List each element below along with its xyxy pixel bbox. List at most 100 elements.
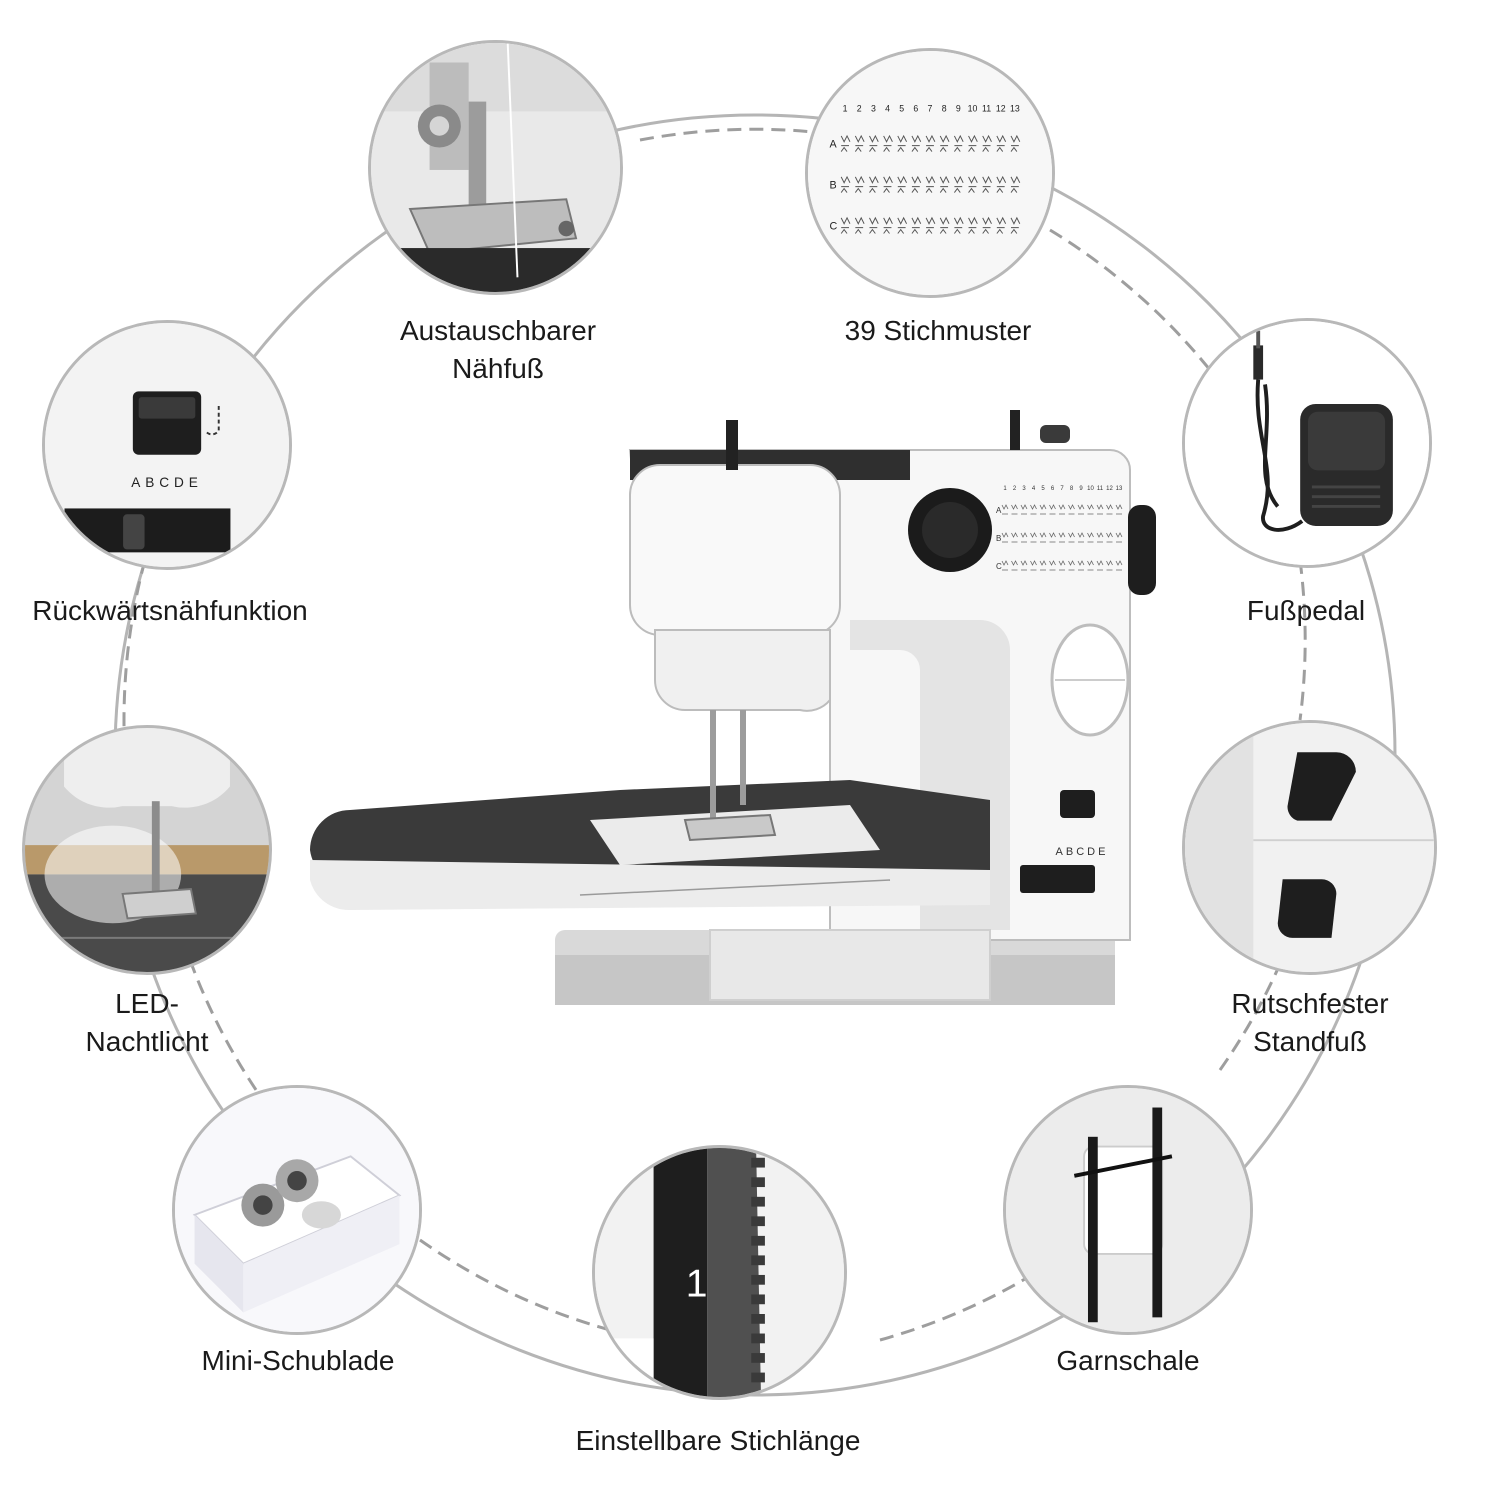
label-stichlaenge: Einstellbare Stichlänge xyxy=(575,1425,861,1456)
machine-pattern-number: 11 xyxy=(1097,486,1104,492)
stitch-glyph xyxy=(939,216,950,234)
machine-pattern-glyph xyxy=(1020,560,1028,571)
machine-pattern-number: 13 xyxy=(1116,486,1123,492)
stitch-number: 11 xyxy=(982,104,991,114)
stitch-glyph xyxy=(939,175,950,193)
machine-pattern-glyph xyxy=(1039,504,1047,515)
stitch-glyph xyxy=(883,216,893,234)
machine-pattern-number: 4 xyxy=(1032,486,1036,492)
machine-pattern-number: 5 xyxy=(1041,486,1045,492)
stitch-glyph xyxy=(911,216,922,234)
thread-holder-icon xyxy=(1003,1085,1253,1335)
machine-pattern-number: 3 xyxy=(1022,486,1026,492)
machine-pattern-number: 7 xyxy=(1060,486,1064,492)
stitch-number: 12 xyxy=(996,104,1006,114)
machine-pattern-glyph xyxy=(1115,560,1123,571)
stitch-glyph xyxy=(911,175,922,193)
machine-pattern-number: 6 xyxy=(1051,486,1055,492)
stitch-glyph xyxy=(982,134,992,152)
dial-number: 1 xyxy=(686,1262,708,1305)
machine-pattern-number: 9 xyxy=(1079,486,1083,492)
stitch-row-letter: A xyxy=(829,139,837,151)
stitch-glyph xyxy=(854,216,865,234)
machine-pattern-glyph xyxy=(1001,532,1009,543)
machine-pattern-glyph xyxy=(1068,504,1075,515)
machine-pattern-glyph xyxy=(1049,532,1056,543)
machine-pattern-glyph xyxy=(1020,532,1028,543)
machine-pattern-glyph xyxy=(1058,560,1066,571)
stitch-number: 7 xyxy=(928,104,933,114)
presser-foot-icon xyxy=(368,40,623,295)
machine-pattern-number: 10 xyxy=(1087,486,1094,492)
label-rueckwaerts: Rückwärtsnähfunktion xyxy=(32,595,308,626)
machine-pattern-glyph xyxy=(1106,532,1113,543)
stitch-glyph xyxy=(911,134,922,152)
stitch-glyph xyxy=(939,134,950,152)
machine-pattern-glyph xyxy=(1087,532,1094,543)
stitch-glyph xyxy=(996,216,1007,234)
label-naehfuss: Austauschbarer Nähfuß xyxy=(399,315,597,384)
machine-pattern-glyph xyxy=(1030,504,1037,515)
stitch-glyph xyxy=(897,175,908,193)
stitch-glyph xyxy=(854,175,865,193)
machine-pattern-glyph xyxy=(1049,504,1056,515)
machine-pattern-glyph xyxy=(1058,532,1066,543)
machine-pattern-number: 1 xyxy=(1003,486,1007,492)
stitch-number: 13 xyxy=(1010,104,1020,114)
label-fusspedal: Fußpedal xyxy=(1246,595,1366,626)
stitch-glyph xyxy=(869,175,879,193)
stitch-glyph xyxy=(982,175,992,193)
stitch-glyph xyxy=(854,134,865,152)
machine-pattern-number: 2 xyxy=(1013,486,1017,492)
stitch-glyph xyxy=(1010,216,1021,234)
machine-pattern-glyph xyxy=(1039,532,1047,543)
stitch-glyph xyxy=(953,175,964,193)
machine-pattern-number: 12 xyxy=(1106,486,1113,492)
machine-pattern-glyph xyxy=(1058,504,1066,515)
stitch-glyph xyxy=(883,134,893,152)
machine-pattern-glyph xyxy=(1087,504,1094,515)
machine-pattern-glyph xyxy=(1087,560,1094,571)
machine-pattern-glyph xyxy=(1077,560,1085,571)
stitch-glyph xyxy=(968,216,978,234)
stitch-row-letter: B xyxy=(829,180,836,192)
machine-pattern-glyph xyxy=(1077,504,1085,515)
machine-pattern-glyph xyxy=(1106,560,1113,571)
stitch-glyph xyxy=(953,216,964,234)
stitch-number: 8 xyxy=(942,104,947,114)
machine-pattern-glyph xyxy=(1106,504,1113,515)
machine-pattern-glyph xyxy=(1068,532,1075,543)
machine-pattern-glyph xyxy=(1030,532,1037,543)
stitch-number: 4 xyxy=(885,104,890,114)
machine-pattern-glyph xyxy=(1096,504,1104,515)
rubber-foot-icon xyxy=(1182,720,1437,975)
stitch-glyph xyxy=(982,216,992,234)
machine-pattern-glyph xyxy=(1030,560,1037,571)
stitch-glyph xyxy=(953,134,964,152)
stitch-glyph xyxy=(968,175,978,193)
machine-pattern-letter: A xyxy=(996,506,1002,515)
machine-pattern-glyph xyxy=(1077,532,1085,543)
stitch-number: 9 xyxy=(956,104,961,114)
machine-pattern-glyph xyxy=(1068,560,1075,571)
stitch-number: 2 xyxy=(857,104,862,114)
machine-pattern-letter: C xyxy=(996,562,1002,571)
stitch-number: 3 xyxy=(871,104,876,114)
stitch-glyph xyxy=(869,134,879,152)
machine-pattern-glyph xyxy=(1096,532,1104,543)
machine-pattern-glyph xyxy=(1001,504,1009,515)
stitch-number: 1 xyxy=(843,104,848,114)
stitch-row-letter: C xyxy=(829,221,837,233)
stitch-glyph xyxy=(925,175,936,193)
machine-pattern-glyph xyxy=(1096,560,1104,571)
stitch-glyph xyxy=(840,216,851,234)
machine-pattern-glyph xyxy=(1115,504,1123,515)
label-led: LED- Nachtlicht xyxy=(85,988,209,1057)
label-schublade: Mini-Schublade xyxy=(201,1345,395,1376)
stitch-glyph xyxy=(996,175,1007,193)
machine-pattern-glyph xyxy=(1011,504,1018,515)
stitch-glyph xyxy=(897,134,908,152)
